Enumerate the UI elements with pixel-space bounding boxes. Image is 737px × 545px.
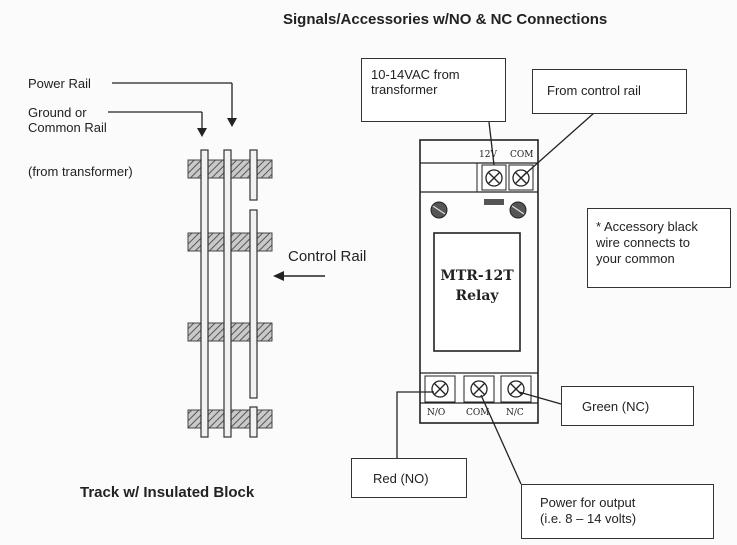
relay-module — [419, 139, 539, 424]
terminal-label-com-top: COM — [510, 150, 534, 160]
indicator-led — [484, 199, 504, 205]
power-rail-label: Power Rail — [28, 76, 91, 91]
terminal-label-nc: N/C — [506, 408, 524, 418]
track-caption: Track w/ Insulated Block — [80, 484, 255, 501]
power-output-line2: (i.e. 8 – 14 volts) — [540, 511, 637, 526]
terminal-label-12v: 12V — [479, 150, 497, 160]
accessory-note-line2: wire connects to — [596, 235, 690, 250]
screw-terminal-no — [424, 375, 456, 403]
screw-terminal-com-top — [508, 164, 534, 191]
control-rail-callout: From control rail — [532, 69, 687, 114]
accessory-note-line1: * Accessory black — [596, 219, 698, 234]
relay-label-line1: MTR-12T — [440, 268, 514, 284]
track-assembly — [187, 149, 273, 438]
arrow-head — [227, 118, 237, 127]
arrow-head — [273, 271, 284, 281]
accessory-note-line3: your common — [596, 251, 675, 266]
vac-callout-line2: transformer — [371, 82, 438, 97]
green-nc-callout: Green (NC) — [561, 386, 694, 426]
relay-label-line2: Relay — [455, 288, 499, 304]
arrow-head — [197, 128, 207, 137]
vac-leader — [488, 121, 495, 166]
vac-callout: 10-14VAC from transformer — [361, 58, 506, 122]
power-output-line1: Power for output — [540, 495, 636, 510]
red-no-callout: Red (NO) — [351, 458, 467, 498]
accessory-note-box: * Accessory black wire connects to your … — [587, 208, 731, 288]
relay-cover — [433, 232, 521, 352]
from-transformer-label: (from transformer) — [28, 164, 133, 179]
terminal-label-no: N/O — [427, 408, 446, 418]
screw-terminal-nc — [500, 375, 532, 403]
control-rail-label: Control Rail — [288, 248, 367, 265]
control-rail-callout-text: From control rail — [547, 83, 641, 98]
ground-rail — [200, 149, 209, 438]
power-rail — [223, 149, 232, 438]
power-output-callout: Power for output (i.e. 8 – 14 volts) — [521, 484, 714, 539]
red-leader — [396, 391, 434, 458]
control-rail-segment — [249, 209, 258, 399]
screw-terminal-com-bottom — [463, 375, 495, 403]
terminal-label-com-bottom: COM — [466, 408, 490, 418]
diagram-title: Signals/Accessories w/NO & NC Connection… — [283, 11, 608, 28]
green-nc-label: Green (NC) — [582, 399, 650, 414]
outer-rail-segment — [249, 406, 258, 438]
outer-rail-segment — [249, 149, 258, 201]
control-rail-leader — [522, 112, 595, 177]
ground-rail-label-line2: Common Rail — [28, 120, 107, 135]
power-output-leader — [480, 394, 522, 485]
green-leader — [518, 391, 562, 405]
red-no-label: Red (NO) — [373, 471, 429, 486]
ground-rail-label-line1: Ground or — [28, 105, 87, 120]
vac-callout-line1: 10-14VAC from — [371, 67, 460, 82]
screw-terminal-12v — [481, 164, 507, 191]
